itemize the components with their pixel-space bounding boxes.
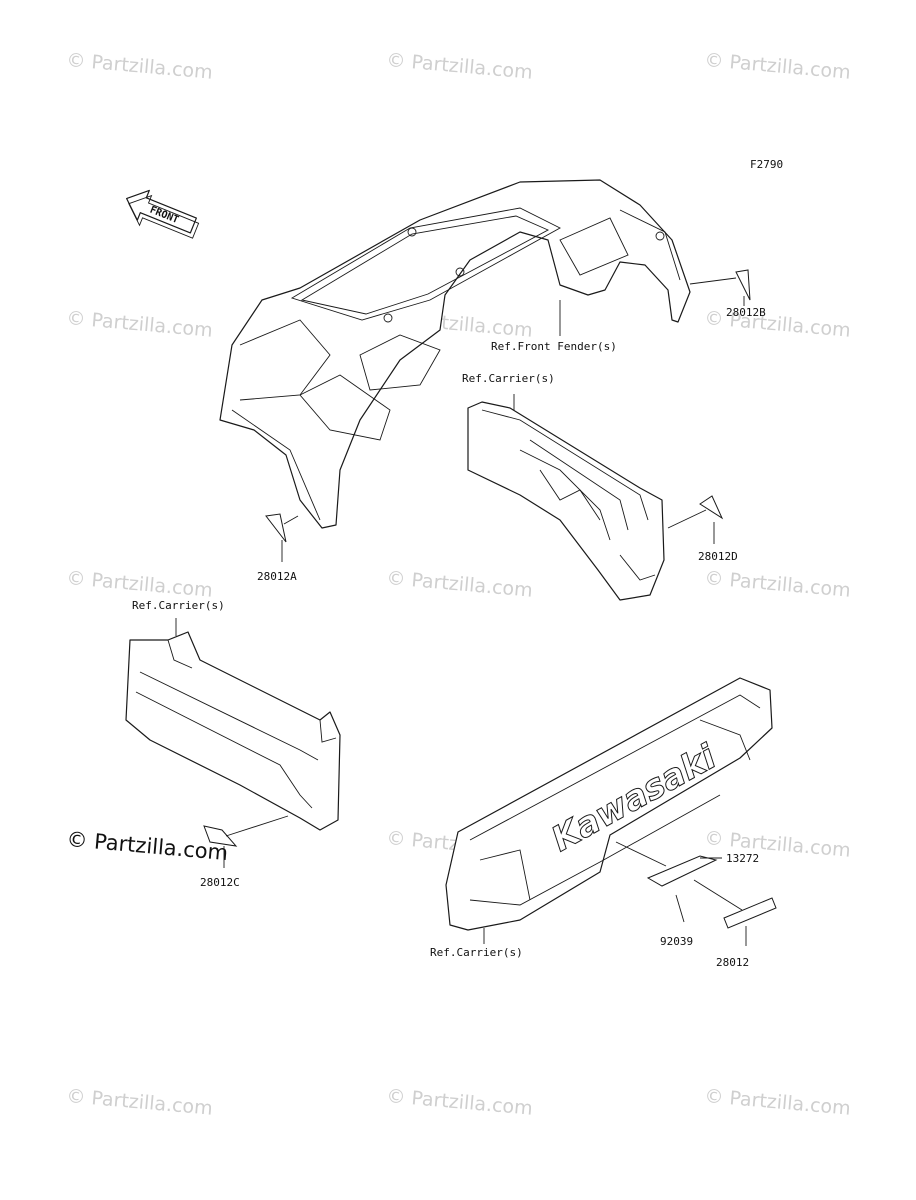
- watermark: © Partzilla.com: [66, 49, 214, 84]
- watermark: © Partzilla.com: [704, 1085, 852, 1120]
- callout-13272: 13272: [726, 852, 759, 865]
- decal-28012C: [203, 825, 238, 847]
- decal-28012: [723, 897, 777, 929]
- decal-13272: [646, 855, 718, 887]
- front-fender-assembly: [219, 179, 691, 529]
- callout-ref-carrier-mid: Ref.Carrier(s): [462, 372, 555, 385]
- callout-92039: 92039: [660, 935, 693, 948]
- watermark: © Partzilla.com: [386, 567, 534, 602]
- watermark: © Partzilla.com: [66, 567, 214, 602]
- callout-28012: 28012: [716, 956, 749, 969]
- callout-ref-front-fender: Ref.Front Fender(s): [491, 340, 617, 353]
- decal-28012A: [265, 513, 287, 543]
- callout-ref-carrier-left: Ref.Carrier(s): [132, 599, 225, 612]
- watermark: © Partzilla.com: [704, 567, 852, 602]
- watermark: © Partzilla.com: [66, 1085, 214, 1120]
- carrier-left-assembly: [125, 631, 341, 831]
- front-direction-arrow: FRONT: [126, 189, 200, 239]
- callout-ref-carrier-bottom: Ref.Carrier(s): [430, 946, 523, 959]
- watermark: © Partzilla.com: [386, 1085, 534, 1120]
- carrier-mid-assembly: [467, 401, 665, 601]
- figure-code: F2790: [750, 158, 783, 171]
- callout-28012D: 28012D: [698, 550, 738, 563]
- callout-28012B: 28012B: [726, 306, 766, 319]
- watermark-emphasized: © Partzilla.com: [66, 827, 230, 865]
- callout-28012C: 28012C: [200, 876, 240, 889]
- watermark: © Partzilla.com: [386, 49, 534, 84]
- watermark: © Partzilla.com: [704, 49, 852, 84]
- watermark: © Partzilla.com: [66, 307, 214, 342]
- leader-lines: [175, 277, 747, 946]
- tailgate-assembly: Kawasaki: [445, 677, 773, 931]
- callout-28012A: 28012A: [257, 570, 297, 583]
- decal-28012D: [699, 495, 724, 520]
- decal-28012B: [735, 269, 751, 301]
